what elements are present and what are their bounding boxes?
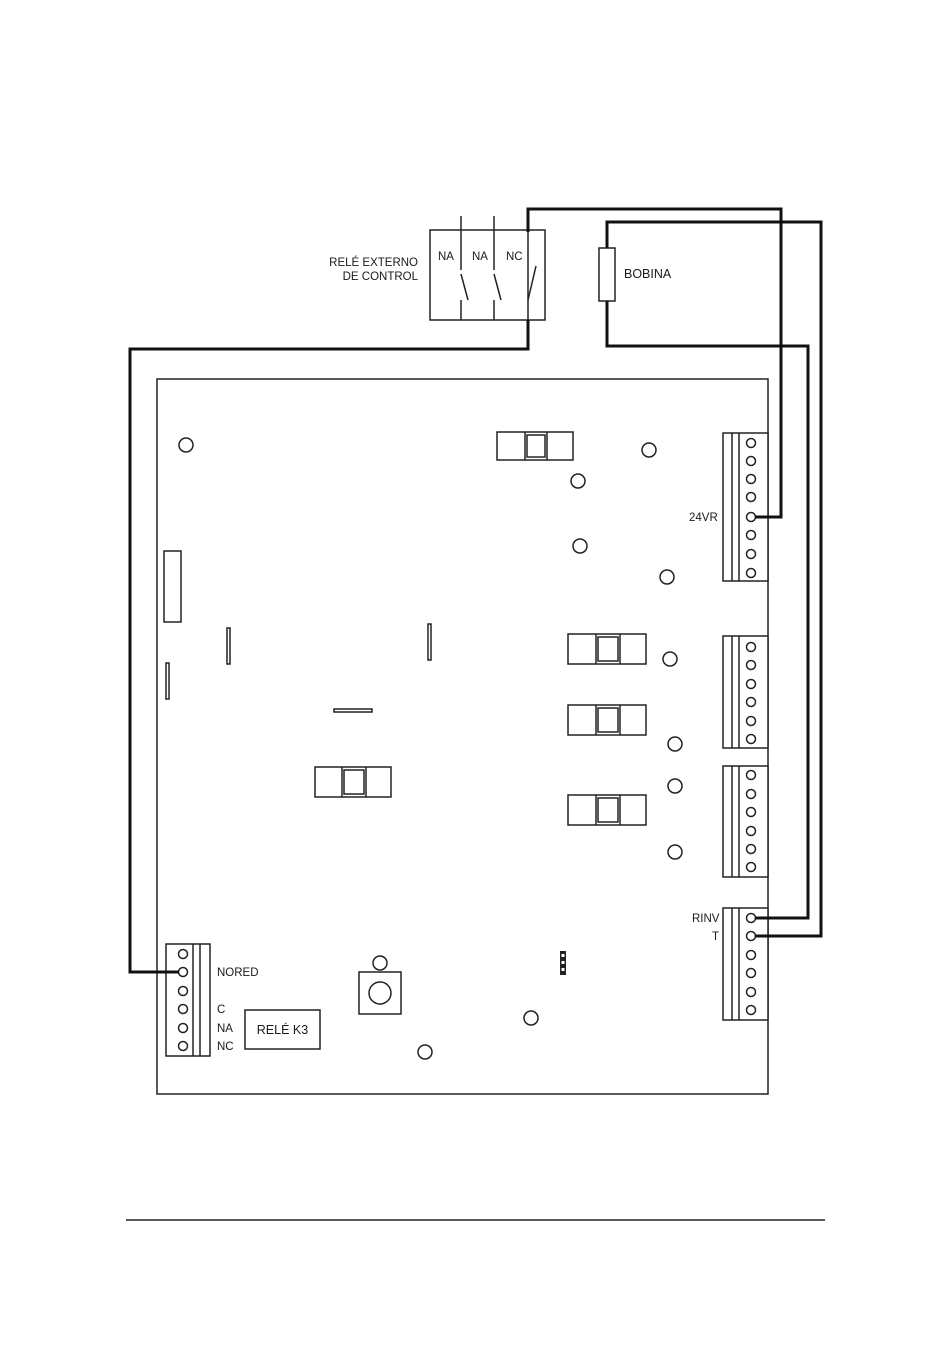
coil-label: BOBINA	[624, 267, 672, 281]
terminal-nc	[179, 1042, 188, 1051]
terminal-label-rinv: RINV	[692, 913, 720, 925]
mounting-hole	[373, 956, 387, 970]
fuse	[568, 634, 646, 664]
mounting-hole	[663, 652, 677, 666]
mounting-hole	[571, 474, 585, 488]
terminal-block-mid-right-2	[723, 766, 768, 877]
coil: BOBINA	[599, 248, 672, 301]
mounting-hole	[668, 845, 682, 859]
relay-k3: RELÉ K3	[245, 1010, 320, 1049]
slot	[428, 624, 431, 660]
fuse	[568, 705, 646, 735]
relay-k3-label: RELÉ K3	[257, 1022, 308, 1037]
slot	[227, 628, 230, 664]
relay-contact-na-2: NA	[472, 251, 488, 263]
relay-contact-na-1: NA	[438, 251, 454, 263]
mounting-hole	[642, 443, 656, 457]
terminal-label-24vr: 24VR	[689, 512, 718, 524]
header-connector	[164, 551, 181, 622]
terminal-block-mid-right-1	[723, 636, 768, 748]
jumper	[560, 951, 566, 975]
mounting-hole	[668, 737, 682, 751]
mounting-hole	[524, 1011, 538, 1025]
terminal-label-t: T	[712, 931, 719, 943]
terminal-label-nored: NORED	[217, 967, 259, 979]
mounting-hole	[573, 539, 587, 553]
terminal-t	[747, 932, 756, 941]
fuse	[315, 767, 391, 797]
terminal-c	[179, 1005, 188, 1014]
external-control-relay: NA NA NC RELÉ EXTERNO DE CONTROL	[329, 216, 545, 320]
terminal-label-na: NA	[217, 1023, 233, 1035]
slot	[166, 663, 169, 699]
terminal-label-c: C	[217, 1004, 225, 1016]
relay-title-line1: RELÉ EXTERNO	[329, 256, 418, 269]
relay-title-line2: DE CONTROL	[343, 271, 419, 283]
coil-body	[599, 248, 615, 301]
push-button	[359, 972, 401, 1014]
terminal-label-nc: NC	[217, 1041, 234, 1053]
terminal-24vr	[747, 513, 756, 522]
mounting-hole	[660, 570, 674, 584]
terminal-na	[179, 1024, 188, 1033]
relay-contact-nc: NC	[506, 251, 523, 263]
slot	[334, 709, 372, 712]
fuse	[497, 432, 573, 460]
terminal-rinv	[747, 914, 756, 923]
fuse	[568, 795, 646, 825]
terminal-nored	[179, 968, 188, 977]
mounting-hole	[668, 779, 682, 793]
mounting-hole	[179, 438, 193, 452]
mounting-hole	[418, 1045, 432, 1059]
